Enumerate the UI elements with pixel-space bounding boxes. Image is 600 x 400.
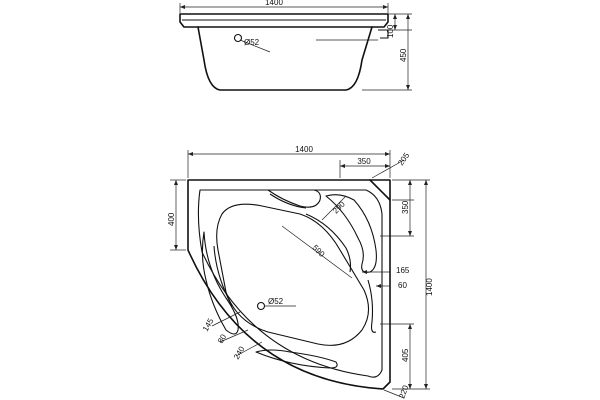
plan-diagonal-dim-line bbox=[281, 225, 353, 279]
side-width-label: 1400 bbox=[265, 0, 283, 7]
plan-corner-width-label: 205 bbox=[396, 151, 411, 168]
plan-corner-dim-line bbox=[371, 159, 405, 179]
plan-right-60-label: 60 bbox=[398, 281, 407, 290]
plan-right-165-label: 165 bbox=[396, 266, 410, 275]
plan-165-arrow bbox=[362, 270, 367, 274]
plan-view: Ø52 1400 350 205 400 290 590 bbox=[167, 145, 434, 400]
plan-bottom-corner-dim-line bbox=[383, 389, 405, 399]
side-height-arrow-a bbox=[393, 14, 397, 19]
plan-armrest-top-inner bbox=[269, 193, 307, 209]
plan-headrest-top bbox=[267, 189, 321, 208]
plan-drain-icon bbox=[256, 301, 266, 311]
side-width-arrow-left bbox=[180, 5, 185, 9]
side-view: Ø52 1400 100 450 bbox=[179, 0, 412, 91]
plan-seat-right-inner bbox=[305, 213, 352, 273]
plan-left-80-label: 80 bbox=[216, 332, 229, 345]
plan-405-arrow-top bbox=[408, 324, 412, 329]
side-height-label-450: 450 bbox=[399, 48, 408, 62]
plan-right-lower-label: 405 bbox=[401, 348, 410, 362]
plan-right-upper-label: 350 bbox=[401, 200, 410, 214]
plan-350-arrow-left bbox=[340, 164, 345, 168]
plan-405-arrow-bottom bbox=[408, 384, 412, 389]
plan-armrest-left-inner bbox=[213, 245, 233, 307]
side-height-arrow-d bbox=[406, 85, 410, 90]
plan-outer-outline bbox=[187, 179, 391, 390]
plan-right-arrow-350-top bbox=[408, 180, 412, 185]
plan-top-offset-label: 350 bbox=[357, 157, 371, 166]
plan-right-arrow-1400-bottom bbox=[424, 384, 428, 389]
plan-support-right bbox=[367, 279, 377, 333]
plan-top-arrow-right bbox=[385, 152, 390, 156]
plan-corner-edge bbox=[369, 179, 391, 201]
side-height-label-100: 100 bbox=[386, 24, 395, 38]
side-height-arrow-c bbox=[406, 14, 410, 19]
plan-right-arrow-350-bottom bbox=[408, 231, 412, 236]
side-view-notch bbox=[378, 29, 389, 39]
plan-bottom-corner-label: 220 bbox=[397, 384, 410, 400]
plan-145-leader bbox=[211, 311, 241, 327]
side-view-drain-label: Ø52 bbox=[244, 38, 260, 47]
plan-basin bbox=[216, 203, 370, 346]
plan-overall-height-label: 1400 bbox=[425, 278, 434, 296]
side-view-drain-icon bbox=[233, 33, 243, 43]
plan-drain-label: Ø52 bbox=[268, 297, 284, 306]
plan-armrest-bottom bbox=[255, 349, 338, 369]
plan-left-145-label: 145 bbox=[201, 316, 216, 333]
plan-left-arrow-bottom bbox=[174, 245, 178, 250]
plan-240-leader bbox=[235, 341, 263, 357]
side-view-drain-leader bbox=[239, 39, 271, 53]
plan-seat-dim-line bbox=[321, 195, 347, 221]
plan-left-240-label: 240 bbox=[232, 344, 247, 361]
side-width-arrow-right bbox=[383, 5, 388, 9]
side-view-body bbox=[197, 26, 373, 91]
plan-350-arrow-right bbox=[385, 164, 390, 168]
plan-60-arrow bbox=[376, 284, 381, 288]
plan-rim-contour bbox=[197, 189, 383, 378]
plan-left-offset-label: 400 bbox=[167, 212, 176, 226]
plan-80-leader bbox=[219, 329, 249, 343]
plan-armrest-left bbox=[201, 231, 239, 335]
side-height-arrow-b bbox=[393, 25, 397, 30]
plan-seat-depth-label: 290 bbox=[331, 199, 347, 215]
plan-right-arrow-1400-top bbox=[424, 180, 428, 185]
plan-top-arrow-left bbox=[188, 152, 193, 156]
plan-diagonal-label: 590 bbox=[311, 243, 327, 259]
plan-left-arrow-top bbox=[174, 180, 178, 185]
plan-overall-width-label: 1400 bbox=[295, 145, 313, 154]
